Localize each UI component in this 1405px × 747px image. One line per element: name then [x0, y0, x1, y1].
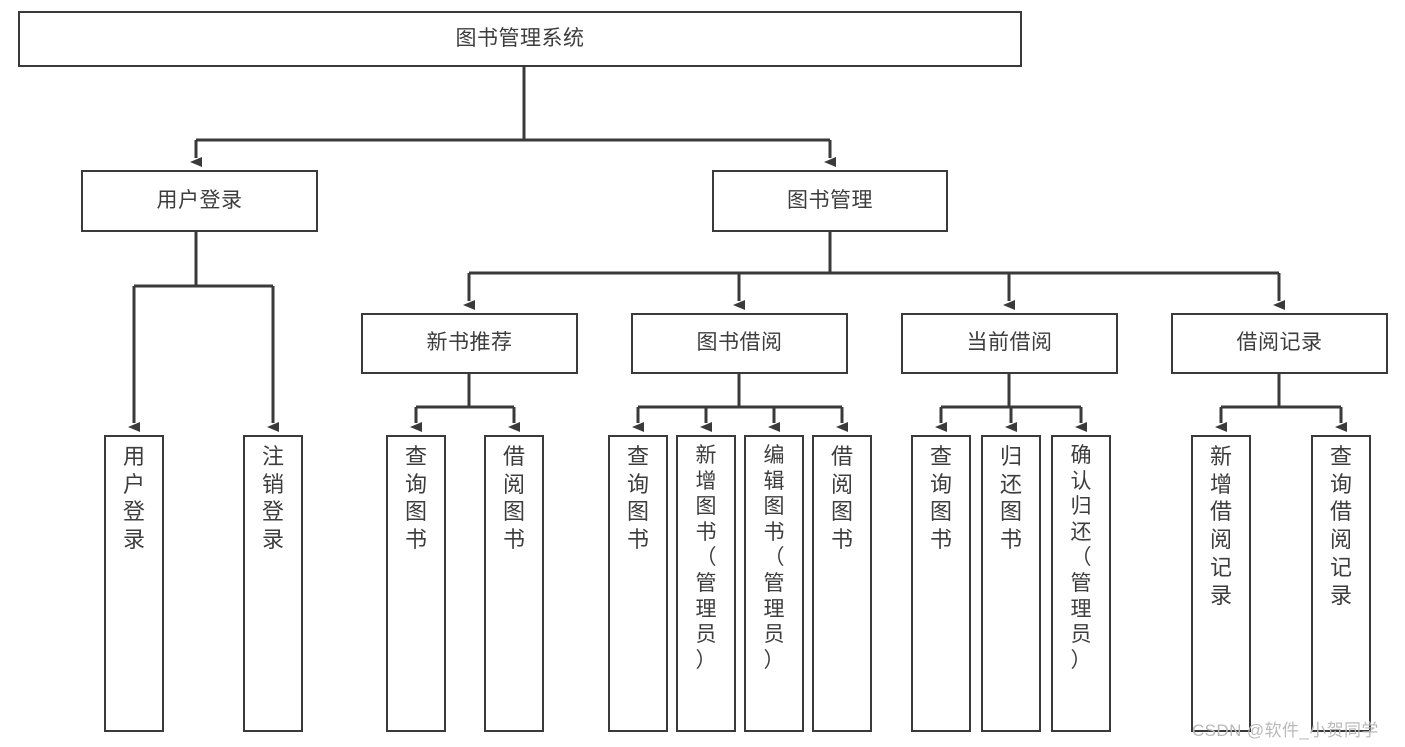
node-label: 注 销 登 录: [261, 444, 284, 553]
leaf-borrow-book[interactable]: 借 阅 图 书: [812, 435, 872, 732]
node-label: 确 认 归 还 （ 管 理 员 ）: [1070, 444, 1092, 672]
node-user-login[interactable]: 用户登录: [81, 170, 318, 232]
node-label: 新 增 借 阅 记 录: [1209, 444, 1232, 608]
node-label: 查 询 图 书: [404, 444, 427, 553]
leaf-borrow-book-recommend[interactable]: 借 阅 图 书: [484, 435, 544, 732]
node-label: 图书管理: [787, 188, 873, 212]
node-label: 图书管理系统: [455, 26, 585, 50]
leaf-query-borrow-record[interactable]: 查 询 借 阅 记 录: [1311, 435, 1371, 732]
node-label: 查 询 图 书: [929, 444, 952, 553]
node-label: 图书借阅: [696, 331, 783, 355]
leaf-logout[interactable]: 注 销 登 录: [243, 435, 303, 732]
node-book-management[interactable]: 图书管理: [712, 170, 948, 232]
node-label: 用 户 登 录: [122, 444, 145, 553]
node-label: 编 辑 图 书 （ 管 理 员 ）: [763, 444, 785, 672]
node-book-borrow[interactable]: 图书借阅: [631, 313, 848, 374]
node-label: 查 询 图 书: [626, 444, 649, 553]
node-label: 用户登录: [156, 188, 243, 212]
node-root-system[interactable]: 图书管理系统: [18, 11, 1022, 67]
node-label: 当前借阅: [966, 331, 1053, 355]
node-borrow-record[interactable]: 借阅记录: [1171, 313, 1388, 374]
node-label: 归 还 图 书: [999, 444, 1022, 553]
node-label: 新书推荐: [426, 331, 513, 355]
node-label: 借 阅 图 书: [502, 444, 525, 553]
node-label: 查 询 借 阅 记 录: [1329, 444, 1352, 608]
leaf-confirm-return-admin[interactable]: 确 认 归 还 （ 管 理 员 ）: [1051, 435, 1111, 732]
leaf-edit-book-admin[interactable]: 编 辑 图 书 （ 管 理 员 ）: [744, 435, 804, 732]
node-label: 借 阅 图 书: [830, 444, 853, 553]
leaf-query-book-recommend[interactable]: 查 询 图 书: [386, 435, 446, 732]
leaf-query-book-current[interactable]: 查 询 图 书: [911, 435, 971, 732]
node-current-borrow[interactable]: 当前借阅: [901, 313, 1118, 374]
node-label: 新 增 图 书 （ 管 理 员 ）: [695, 444, 717, 672]
csdn-watermark: CSDN @软件_小贺同学: [1192, 721, 1379, 740]
node-label: 借阅记录: [1236, 331, 1323, 355]
leaf-return-book[interactable]: 归 还 图 书: [981, 435, 1041, 732]
leaf-user-login[interactable]: 用 户 登 录: [104, 435, 164, 732]
leaf-add-borrow-record[interactable]: 新 增 借 阅 记 录: [1191, 435, 1251, 732]
leaf-add-book-admin[interactable]: 新 增 图 书 （ 管 理 员 ）: [676, 435, 736, 732]
leaf-query-book-borrow[interactable]: 查 询 图 书: [608, 435, 668, 732]
node-new-book-recommend[interactable]: 新书推荐: [361, 313, 578, 374]
